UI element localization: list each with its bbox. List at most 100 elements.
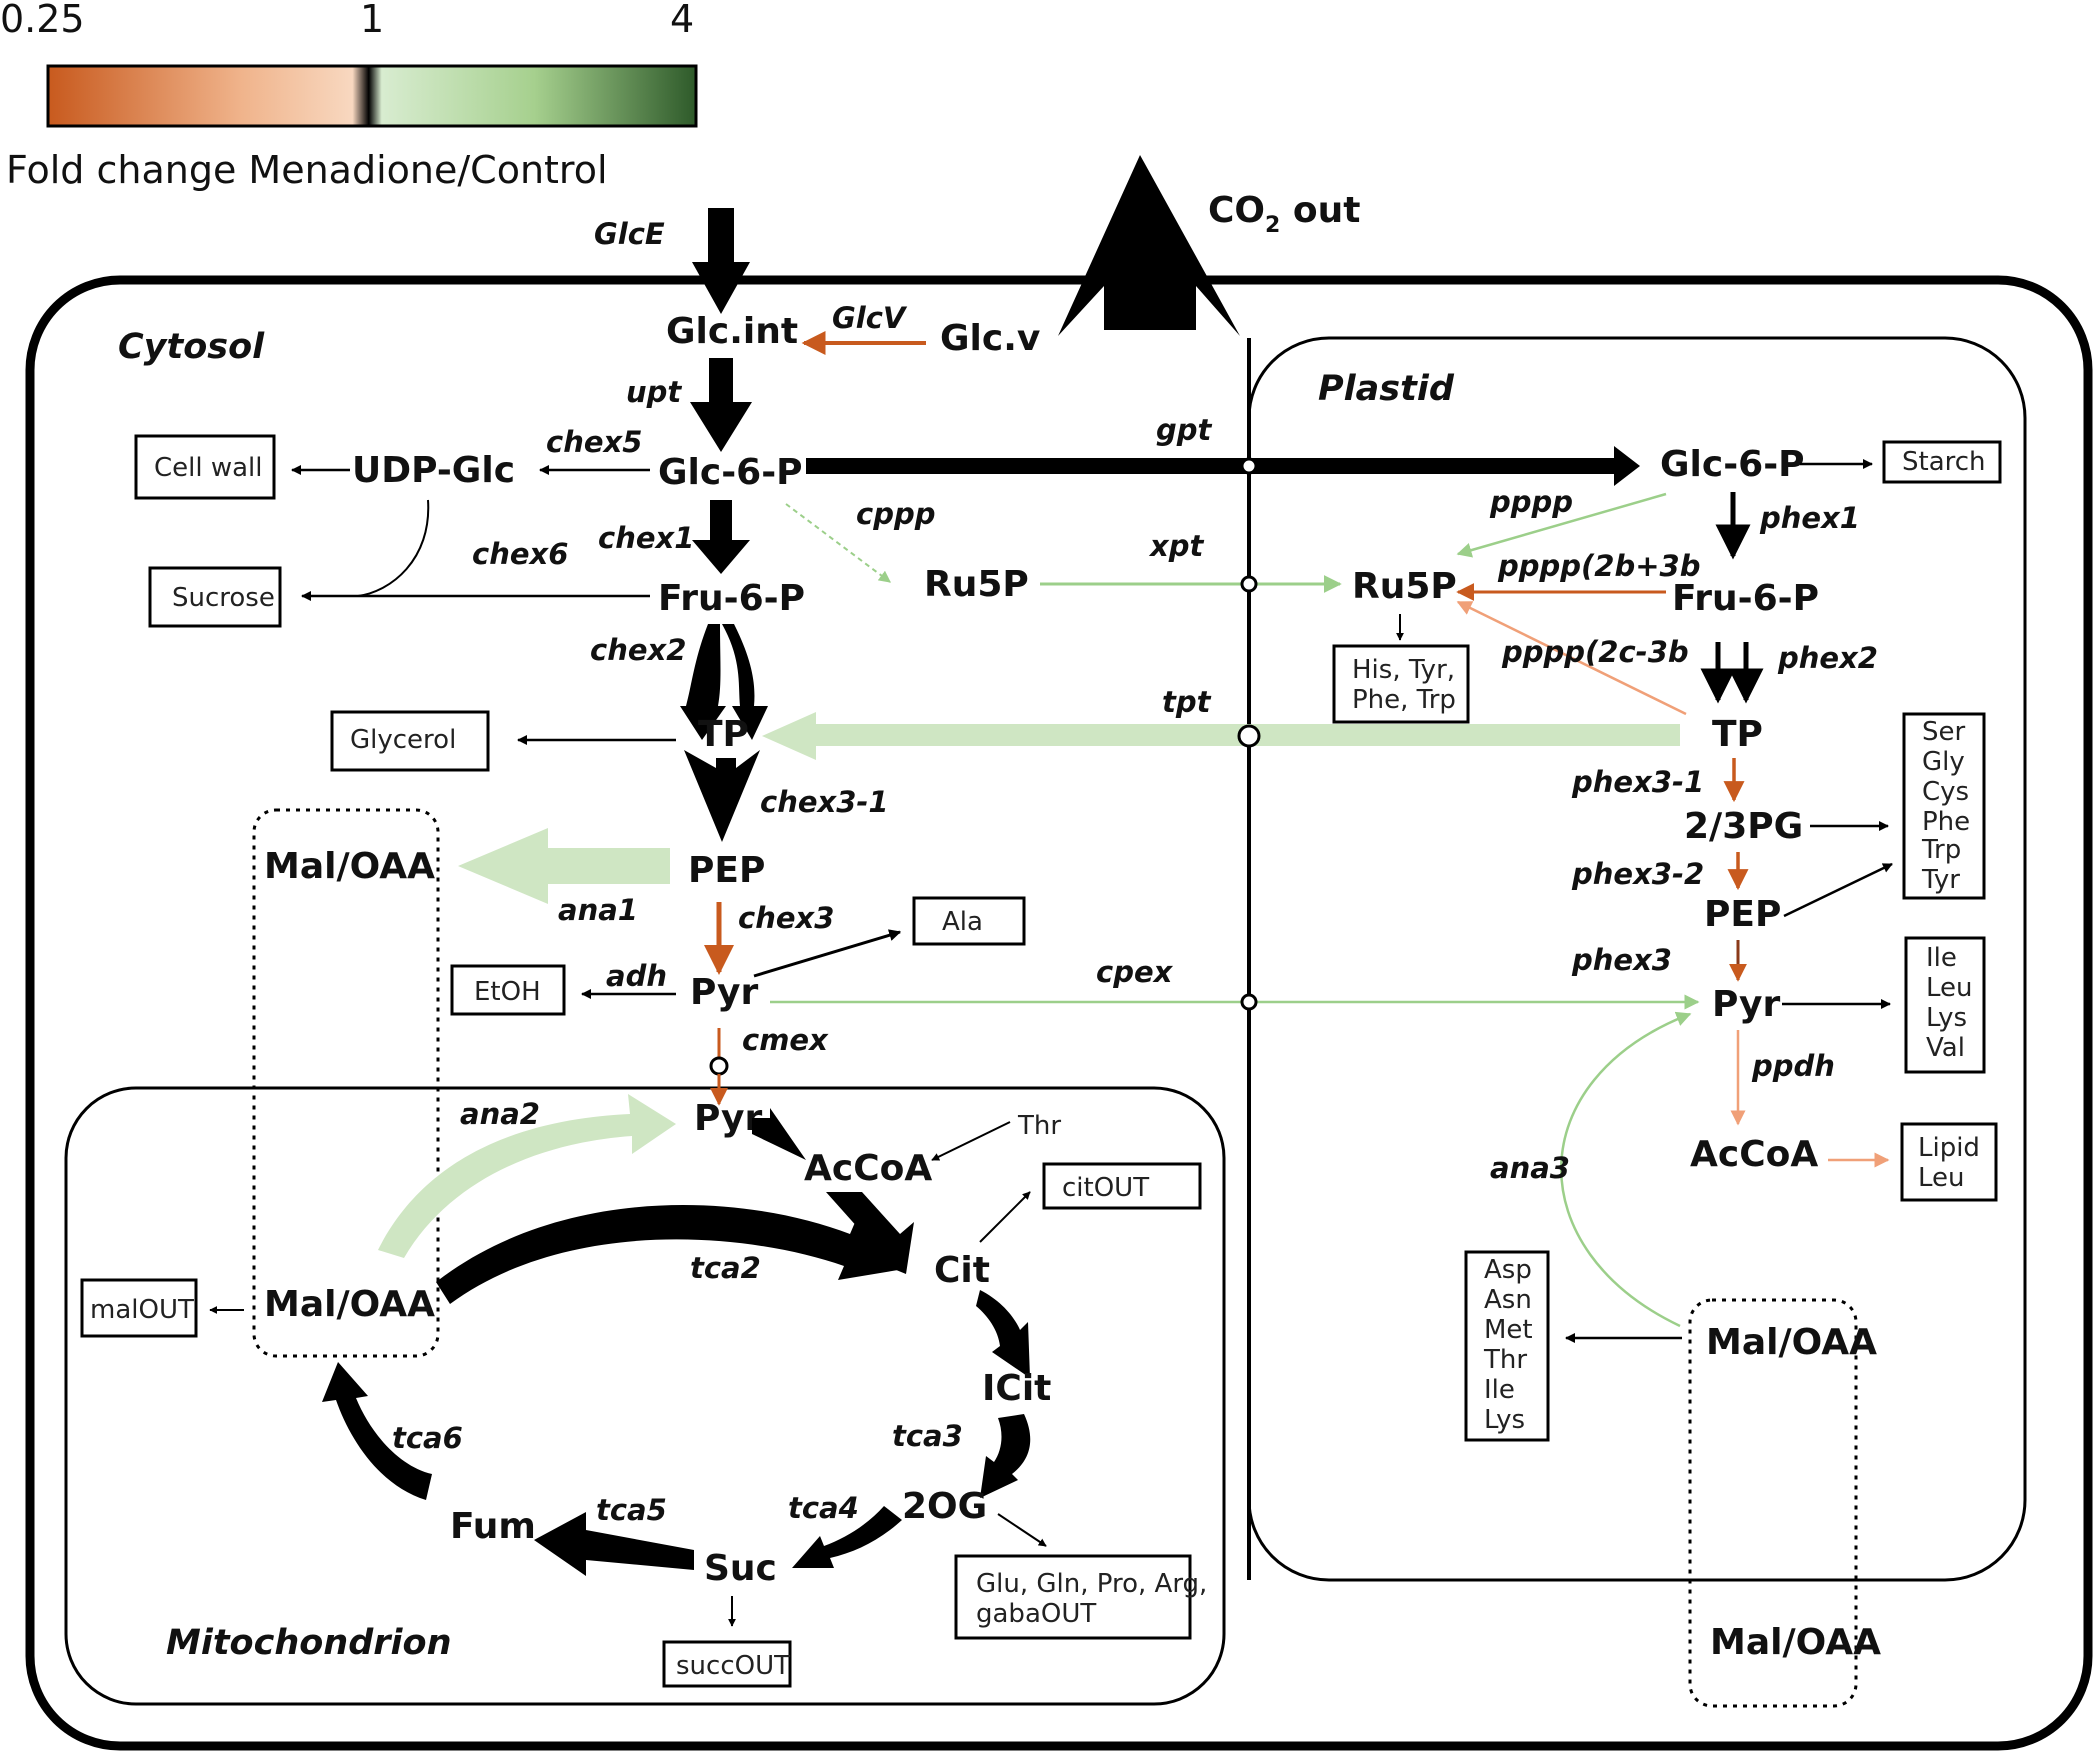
enzyme-adh: adh — [606, 959, 667, 993]
enzyme-phex3-1: phex3-1 — [1571, 765, 1704, 799]
arrow-aco — [976, 1290, 1030, 1378]
metabolite-pyr-plastid: Pyr — [1712, 984, 1781, 1025]
co2-out-label: CO2 out — [1208, 190, 1360, 238]
box-lipid-line2: Leu — [1918, 1163, 1965, 1193]
arrow-ana1 — [458, 828, 670, 904]
metabolite-pep-cytosol: PEP — [688, 850, 765, 891]
box-glu-line1b: gabaOUT — [976, 1599, 1096, 1629]
arrow-gpt — [806, 446, 1640, 486]
metabolite-mal-oaa-plastid-lower: Mal/OAA — [1710, 1622, 1881, 1663]
arrow-tca4 — [792, 1506, 902, 1568]
transporter-cpex — [1240, 993, 1258, 1011]
enzyme-chex6: chex6 — [472, 537, 568, 571]
enzyme-cmex: cmex — [742, 1023, 829, 1057]
enzyme-tca3: tca3 — [892, 1419, 963, 1453]
arrow-glu — [997, 1513, 1047, 1547]
box-starch-text: Starch — [1902, 447, 1986, 477]
box-ser-gly-line5: Trp — [1921, 835, 1961, 865]
metabolite-pyr-mito: Pyr — [694, 1098, 763, 1139]
enzyme-cppp: cppp — [856, 497, 935, 531]
enzyme-cpex: cpex — [1096, 955, 1174, 989]
metabolite-fru6p-cytosol: Fru-6-P — [658, 578, 805, 619]
box-ile-leu-line2: Leu — [1926, 973, 1973, 1003]
box-asp-asn-line3: Met — [1484, 1315, 1533, 1345]
metabolite-pyr-cytosol: Pyr — [690, 972, 759, 1013]
box-glycerol-text: Glycerol — [350, 725, 456, 755]
box-ile-leu-line3: Lys — [1926, 1003, 1967, 1033]
box-asp-asn — [1464, 1250, 1550, 1442]
box-malout — [80, 1278, 198, 1338]
arrow-chex2-right — [722, 624, 768, 740]
legend-tick-low: 0.25 — [0, 0, 85, 41]
metabolite-suc: Suc — [704, 1548, 777, 1589]
compartment-label-cytosol: Cytosol — [118, 327, 265, 367]
arrow-upt — [690, 358, 752, 452]
arrow-chex3-1 — [684, 750, 760, 842]
branch-sucrose-curve — [357, 499, 430, 597]
enzyme-phex1: phex1 — [1759, 501, 1860, 535]
metabolite-fum: Fum — [450, 1506, 536, 1547]
enzyme-upt: upt — [626, 375, 682, 409]
arrow-pppp-2c3b — [1456, 600, 1687, 716]
metabolite-udp-glc: UDP-Glc — [352, 450, 515, 491]
arrow-cs — [826, 1192, 914, 1274]
enzyme-xpt: xpt — [1148, 529, 1204, 563]
enzyme-chex3-1: chex3-1 — [760, 785, 889, 819]
co2-out-arrow — [1058, 155, 1240, 336]
arrow-tca3 — [980, 1414, 1031, 1498]
transporter-cmex — [709, 1056, 729, 1076]
legend-gradient-bar — [46, 64, 698, 128]
enzyme-phex2: phex2 — [1777, 641, 1878, 675]
color-legend: 0.25 1 4 Fold change Menadione/Control — [0, 0, 698, 192]
mitochondrion-membrane — [64, 1086, 1226, 1706]
metabolite-glc-v: Glc.v — [940, 318, 1040, 359]
enzyme-phex3: phex3 — [1571, 943, 1672, 977]
box-etoh — [450, 964, 566, 1016]
transporter-tpt — [1237, 724, 1261, 748]
box-ser-gly-line2: Gly — [1922, 747, 1965, 777]
box-cell-wall-text: Cell wall — [154, 453, 263, 483]
metabolite-mal-oaa-plastid: Mal/OAA — [1706, 1322, 1877, 1363]
enzyme-ppdh: ppdh — [1751, 1049, 1835, 1083]
transporter-gpt — [1240, 457, 1258, 475]
box-glu — [954, 1554, 1192, 1640]
box-citout-text: citOUT — [1062, 1173, 1149, 1203]
arrow-cppp — [785, 503, 891, 583]
enzyme-chex2: chex2 — [590, 633, 686, 667]
enzyme-gpt: gpt — [1156, 413, 1213, 447]
label-thr: Thr — [1017, 1111, 1061, 1141]
legend-tick-mid: 1 — [360, 0, 384, 41]
box-ile-leu — [1904, 936, 1986, 1074]
box-his-tyr — [1332, 644, 1470, 724]
legend-tick-high: 4 — [670, 0, 694, 41]
enzyme-tca2: tca2 — [690, 1251, 761, 1285]
box-asp-asn-line5: Ile — [1484, 1375, 1515, 1405]
enzyme-chex5: chex5 — [546, 425, 642, 459]
arrow-tca5 — [534, 1512, 694, 1576]
cell-membrane — [25, 275, 2093, 1751]
box-asp-asn-line4: Thr — [1483, 1345, 1527, 1375]
metabolite-icit: ICit — [982, 1368, 1051, 1409]
box-ile-leu-line4: Val — [1926, 1033, 1965, 1063]
arrow-tpt — [762, 712, 1680, 760]
box-ser-gly-line6: Tyr — [1921, 865, 1960, 895]
box-succout-text: succOUT — [676, 1651, 790, 1681]
enzyme-ana1: ana1 — [558, 893, 638, 927]
metabolite-pep-plastid: PEP — [1704, 894, 1781, 935]
arrow-ala — [753, 929, 902, 978]
enzyme-chex3: chex3 — [738, 901, 834, 935]
metabolite-fru6p-plastid: Fru-6-P — [1672, 578, 1819, 619]
metabolite-accoa-mito: AcCoA — [804, 1148, 932, 1189]
enzyme-glce: GlcE — [594, 217, 665, 251]
enzyme-ana2: ana2 — [460, 1097, 540, 1131]
box-malout-text: malOUT — [90, 1295, 194, 1325]
enzyme-tca4: tca4 — [788, 1491, 859, 1525]
box-ser-gly-line3: Cys — [1922, 777, 1969, 807]
plastid-mal-oaa-pool — [1688, 1298, 1858, 1708]
enzyme-ana3: ana3 — [1490, 1151, 1570, 1185]
box-asp-asn-line1: Asp — [1484, 1255, 1532, 1285]
metabolite-glc-int: Glc.int — [666, 311, 798, 352]
box-etoh-text: EtOH — [474, 977, 541, 1007]
box-sucrose-text: Sucrose — [172, 583, 275, 613]
box-sucrose — [148, 566, 282, 628]
